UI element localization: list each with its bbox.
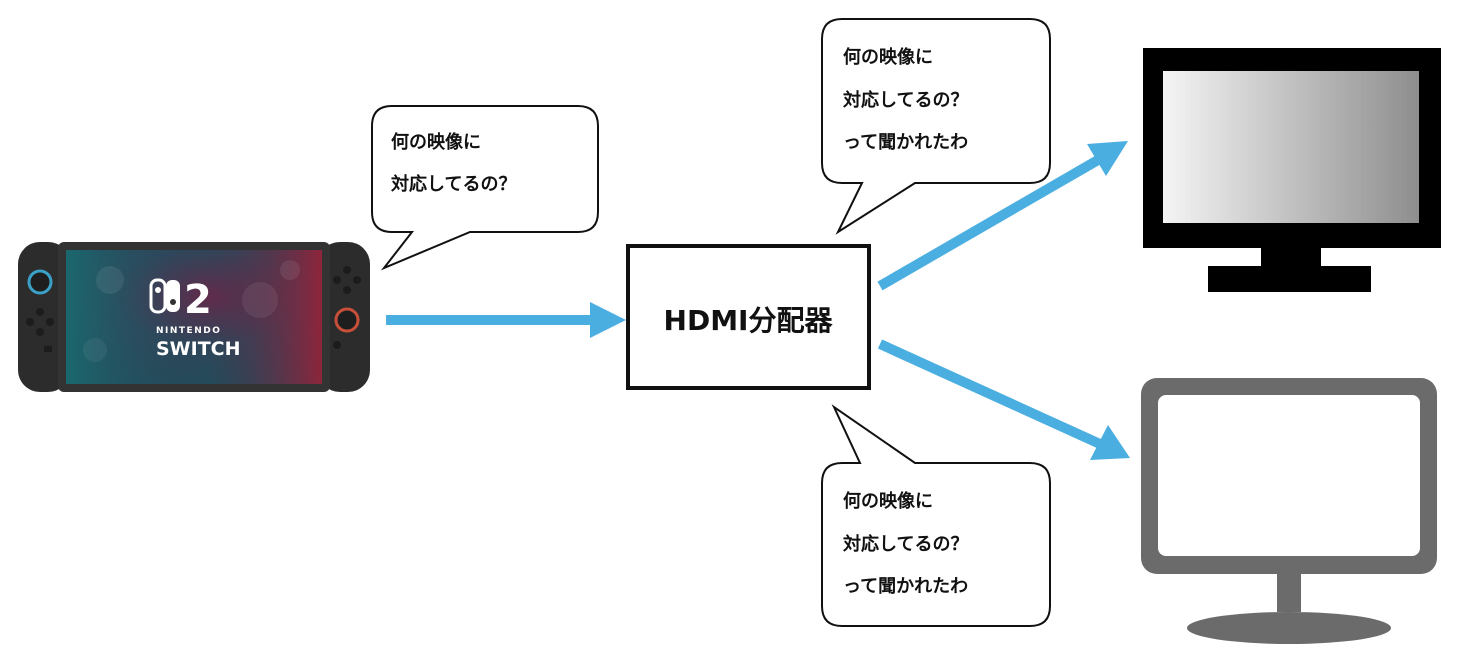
monitor-screen <box>1158 395 1420 556</box>
switch-logo: 2 NINTENDO SWITCH <box>149 277 241 360</box>
left-stick-icon <box>27 269 53 295</box>
tv-screen <box>1163 71 1419 223</box>
logo-line2: SWITCH <box>156 338 241 360</box>
speech-bubble-bottom-right: 何の映像に 対応してるの？ って聞かれたわ <box>821 404 1051 627</box>
monitor-stand-base <box>1187 612 1391 644</box>
pc-monitor-bottom <box>1141 378 1437 644</box>
bubble-top-right-line1: 何の映像に <box>843 46 933 68</box>
bubble-left-line2: 対応してるの？ <box>390 173 516 195</box>
arrow-to-top-monitor <box>877 141 1128 291</box>
game-console: 2 NINTENDO SWITCH <box>18 242 370 392</box>
bubble-top-right-line3: って聞かれたわ <box>843 132 968 153</box>
tv-monitor-top <box>1143 48 1441 292</box>
bubble-left-line1: 何の映像に <box>391 131 481 153</box>
monitor-stand-neck <box>1277 574 1301 612</box>
hdmi-splitter: HDMI分配器 <box>626 244 871 390</box>
speech-bubble-left: 何の映像に 対応してるの？ <box>371 105 599 271</box>
bubble-bottom-right-line1: 何の映像に <box>843 490 933 512</box>
bubble-top-right-line2: 対応してるの？ <box>842 89 968 111</box>
logo-number: 2 <box>184 277 212 323</box>
splitter-box <box>626 244 871 390</box>
bubble-bottom-right-line3: って聞かれたわ <box>843 576 968 597</box>
splitter-label: HDMI分配器 <box>664 304 834 337</box>
logo-line1: NINTENDO <box>156 326 221 336</box>
right-stick-icon <box>334 307 360 333</box>
tv-stand-base <box>1208 266 1371 292</box>
arrow-to-splitter <box>386 302 626 338</box>
bubble-bottom-right-line2: 対応してるの？ <box>842 533 968 555</box>
arrow-to-bottom-monitor <box>877 339 1130 460</box>
tv-stand-neck <box>1261 248 1321 266</box>
speech-bubble-top-right: 何の映像に 対応してるの？ って聞かれたわ <box>821 18 1051 235</box>
